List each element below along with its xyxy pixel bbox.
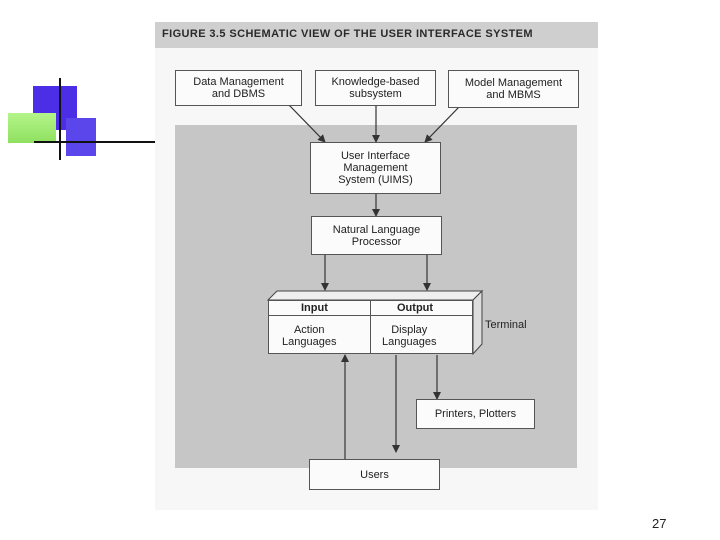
connector-arrows bbox=[266, 98, 484, 459]
model-management-box: Model Management and MBMS bbox=[448, 70, 579, 108]
figure-scan: FIGURE 3.5 SCHEMATIC VIEW OF THE USER IN… bbox=[155, 22, 598, 510]
knowledge-subsystem-box: Knowledge-based subsystem bbox=[315, 70, 436, 106]
page-number: 27 bbox=[652, 516, 667, 531]
data-management-box: Data Management and DBMS bbox=[175, 70, 302, 106]
action-languages-label: Action Languages bbox=[282, 324, 337, 348]
users-box: Users bbox=[309, 459, 440, 490]
terminal-divider-horizontal bbox=[269, 315, 472, 316]
decor-green-square bbox=[8, 113, 56, 143]
terminal-box: Input Output Action Languages Display La… bbox=[268, 300, 473, 354]
decor-horizontal-line bbox=[34, 141, 158, 143]
arrow-mbms-uims bbox=[424, 98, 468, 143]
arrow-dbms-uims bbox=[282, 98, 326, 143]
nlp-box: Natural Language Processor bbox=[311, 216, 442, 255]
terminal-depth-side bbox=[472, 289, 483, 356]
decor-vertical-line bbox=[59, 78, 61, 160]
decor-blue-square bbox=[66, 118, 96, 156]
terminal-output-header: Output bbox=[397, 302, 434, 314]
figure-title: FIGURE 3.5 SCHEMATIC VIEW OF THE USER IN… bbox=[162, 28, 533, 40]
terminal-label: Terminal bbox=[485, 319, 527, 331]
printers-plotters-box: Printers, Plotters bbox=[416, 399, 535, 429]
terminal-divider-vertical bbox=[370, 301, 371, 353]
terminal-depth-top bbox=[266, 290, 484, 301]
terminal-input-header: Input bbox=[301, 302, 328, 314]
display-languages-label: Display Languages bbox=[382, 324, 437, 348]
uims-box: User Interface Management System (UIMS) bbox=[310, 142, 441, 194]
figure-header: FIGURE 3.5 SCHEMATIC VIEW OF THE USER IN… bbox=[155, 22, 598, 48]
